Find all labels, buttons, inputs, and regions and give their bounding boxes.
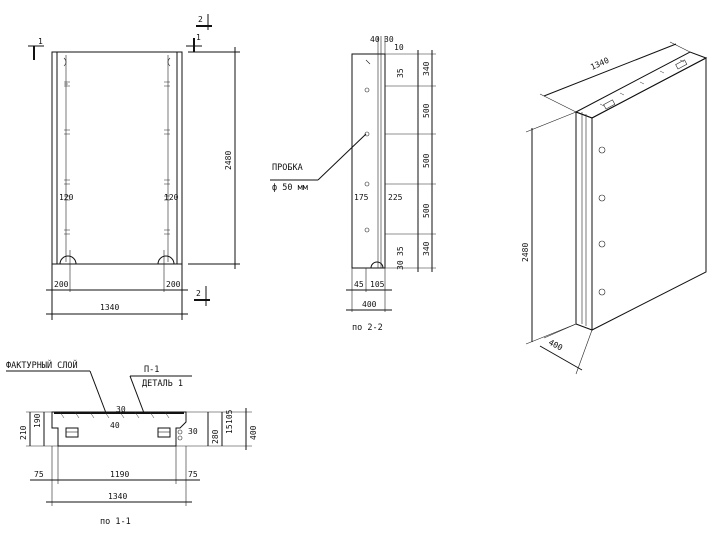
svg-text:105: 105 [370,280,385,289]
plan-width-dim: 1340 [108,492,127,501]
part-p1-label: П-1 [144,365,159,375]
svg-text:500: 500 [422,153,431,168]
iso-view: 1340 2480 400 [521,41,708,375]
section-mark-1-left: 1 [28,37,44,60]
iso-length-dim: 1340 [589,56,610,72]
svg-text:45: 45 [354,280,364,289]
front-view: 1 1 2 2 2480 200 200 1340 12 [28,14,240,320]
inner-dim-right: 120 [164,193,179,202]
svg-text:500: 500 [422,103,431,118]
svg-text:30: 30 [384,35,394,44]
iso-top-hatch [599,59,685,107]
svg-text:340: 340 [422,61,431,76]
side-width-dim: 400 [362,300,377,309]
svg-text:30: 30 [116,405,126,414]
svg-text:340: 340 [422,241,431,256]
front-height-dim: 2480 [224,151,233,170]
inner-dim-left: 120 [59,193,74,202]
svg-text:40: 40 [110,421,120,430]
iso-depth-dim: 400 [547,338,564,353]
svg-text:1190: 1190 [110,470,129,479]
svg-text:30: 30 [188,427,198,436]
svg-text:10: 10 [394,43,404,52]
section-mark-1-right: 1 [186,33,202,52]
svg-text:2: 2 [198,15,203,24]
plan-view: ФАКТУРНЫЙ СЛОЙ П-1 ДЕТАЛЬ 1 40 30 210 19… [6,359,258,527]
svg-text:35: 35 [396,68,405,78]
side-view-title: по 2-2 [352,323,383,333]
svg-text:175: 175 [354,193,369,202]
svg-text:40: 40 [370,35,380,44]
plug-holes [364,87,370,233]
svg-text:210: 210 [19,425,28,440]
plug-diameter: ф 50 мм [272,183,308,193]
svg-text:280: 280 [211,429,220,444]
svg-text:30: 30 [396,260,405,270]
svg-text:35: 35 [396,246,405,256]
anchor-marks-left [64,81,70,235]
svg-text:75: 75 [188,470,198,479]
plug-label: ПРОБКА [272,163,303,173]
svg-text:190: 190 [33,413,42,428]
edge-dim-right: 200 [166,280,181,289]
svg-text:400: 400 [249,425,258,440]
iso-plug-holes [598,146,606,296]
section-mark-2-top: 2 [196,14,212,30]
svg-text:500: 500 [422,203,431,218]
side-view: 40 30 10 340 35 500 500 500 340 35 30 ПР… [270,35,436,333]
edge-dim-left: 200 [54,280,69,289]
svg-text:75: 75 [34,470,44,479]
iso-height-dim: 2480 [521,243,530,262]
anchor-marks-right [164,81,170,235]
svg-text:2: 2 [196,289,201,298]
front-width-dim: 1340 [100,303,119,312]
surface-layer-hatch [59,411,170,419]
surface-layer-label: ФАКТУРНЫЙ СЛОЙ [6,359,78,371]
svg-text:105: 105 [225,409,234,424]
svg-text:1: 1 [196,33,201,42]
section-mark-2-bottom: 2 [194,286,210,306]
svg-text:15: 15 [225,424,234,434]
svg-text:225: 225 [388,193,403,202]
plan-view-title: по 1-1 [100,517,131,527]
detail-1-label: ДЕТАЛЬ 1 [142,379,183,389]
svg-text:1: 1 [38,37,43,46]
